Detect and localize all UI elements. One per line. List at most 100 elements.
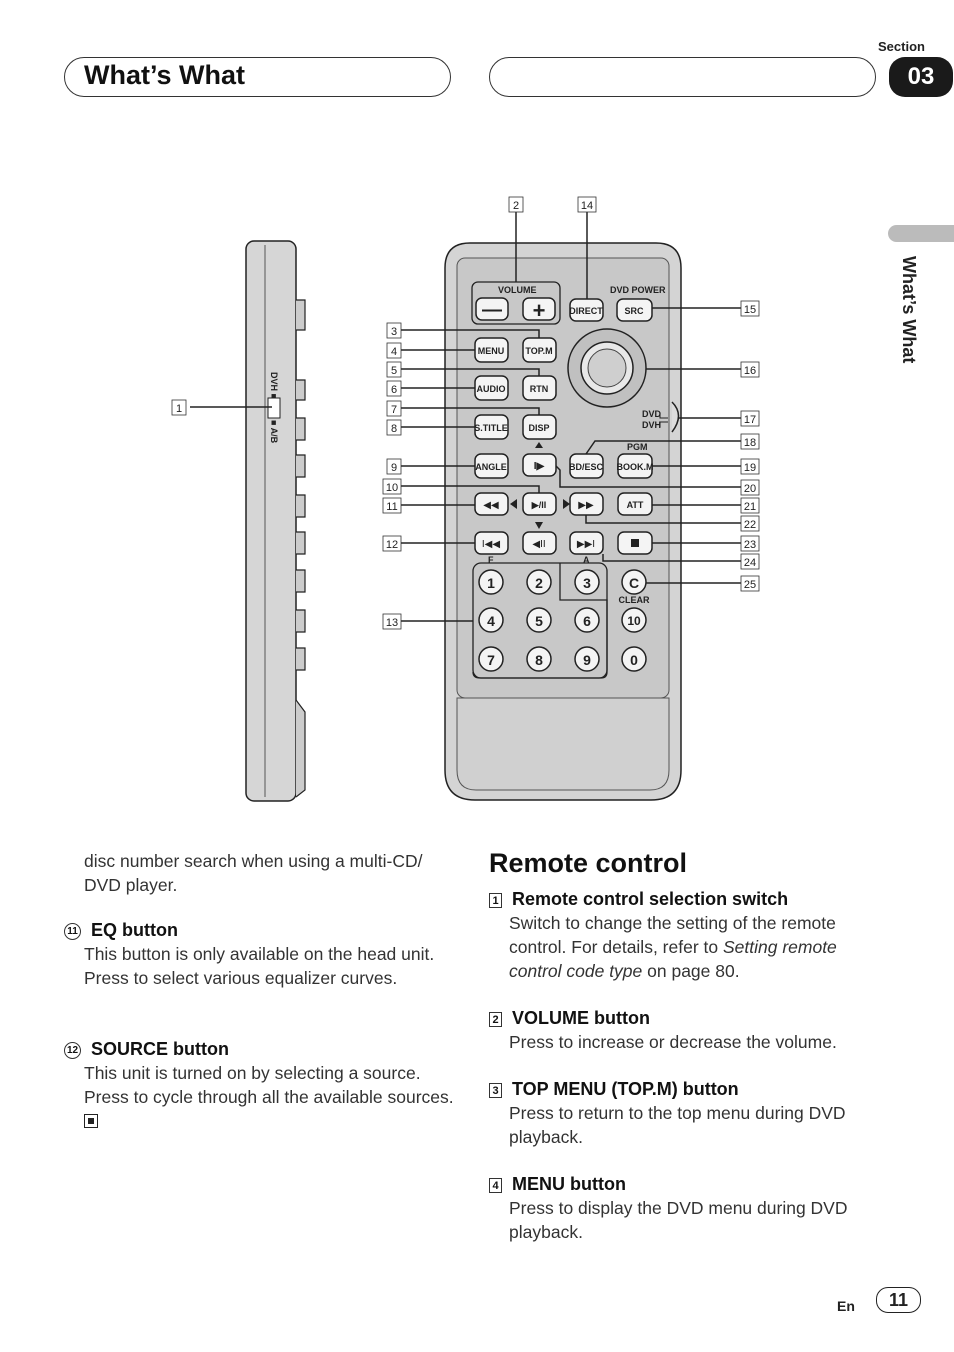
svg-text:24: 24 <box>744 557 756 569</box>
key-8[interactable] <box>526 646 552 672</box>
item-desc: Press to return to the top menu during D… <box>509 1103 846 1147</box>
svg-text:5: 5 <box>391 365 397 377</box>
svg-text:13: 13 <box>386 617 398 629</box>
clear-key[interactable] <box>621 569 647 595</box>
volume-plus-button[interactable] <box>522 297 556 321</box>
remote-front-view <box>444 242 682 801</box>
item-menu: 4 MENU button Press to display the DVD m… <box>489 1174 879 1244</box>
svg-text:2: 2 <box>535 575 543 591</box>
side-switch-left-label: DVH ■ <box>269 372 279 399</box>
page-title: What’s What <box>84 60 245 90</box>
svg-text:11: 11 <box>386 501 397 513</box>
svg-text:23: 23 <box>744 539 756 551</box>
header-blank-frame <box>489 57 876 97</box>
svg-text:ANGLE: ANGLE <box>475 462 507 472</box>
item-title: Remote control selection switch <box>512 889 789 909</box>
item-reference: Setting remote control code type <box>509 937 837 981</box>
svg-text:9: 9 <box>583 652 591 668</box>
dvd-power-label: DVD POWER <box>610 285 666 295</box>
side-tab <box>888 225 954 242</box>
svg-text:8: 8 <box>391 423 397 435</box>
item-title: TOP MENU (TOP.M) button <box>512 1079 739 1099</box>
item-eq: 11 EQ button This button is only availab… <box>64 920 456 990</box>
svg-text:RTN: RTN <box>530 384 549 394</box>
minus-icon: — <box>482 299 502 321</box>
volume-label: VOLUME <box>498 285 537 295</box>
item-title: VOLUME button <box>512 1008 650 1028</box>
svg-text:MENU: MENU <box>478 346 505 356</box>
key-3[interactable] <box>574 569 600 595</box>
svg-text:7: 7 <box>487 652 495 668</box>
continuation-text: disc number search when using a multi-CD… <box>84 851 423 895</box>
remote-side-view: DVH ■ ■ A/B <box>245 240 306 802</box>
plus-icon: + <box>533 298 546 323</box>
svg-text:S.TITLE: S.TITLE <box>474 423 508 433</box>
prev-icon: I◀◀ <box>482 539 500 550</box>
item-desc-1: This button is only available on the hea… <box>84 944 435 964</box>
pgm-label: PGM <box>627 442 648 452</box>
svg-text:7: 7 <box>391 404 397 416</box>
slow-button[interactable] <box>522 453 557 477</box>
item-volume: 2 VOLUME button Press to increase or dec… <box>489 1008 879 1054</box>
dvd-switch-label: DVD <box>642 409 662 419</box>
item-title: MENU button <box>512 1174 626 1194</box>
key-10[interactable] <box>621 607 647 633</box>
att-button[interactable] <box>617 492 653 516</box>
item-desc: Press to increase or decrease the volume… <box>509 1032 837 1052</box>
next-button[interactable] <box>569 531 604 555</box>
src-button[interactable] <box>616 298 653 322</box>
svg-text:12: 12 <box>386 539 398 551</box>
item-title: EQ button <box>91 920 178 940</box>
key-9[interactable] <box>574 646 600 672</box>
svg-text:8: 8 <box>535 652 543 668</box>
item-desc-2: Press to select various equalizer curves… <box>84 968 398 988</box>
item-desc: Switch to change the setting of the remo… <box>509 913 836 957</box>
rewind-button[interactable] <box>474 492 509 516</box>
item-number: 2 <box>489 1011 502 1027</box>
svg-text:17: 17 <box>744 414 756 426</box>
svg-text:16: 16 <box>744 365 756 377</box>
svg-text:10: 10 <box>627 614 641 628</box>
item-desc: This unit is turned on by selecting a so… <box>84 1063 454 1107</box>
svg-text:19: 19 <box>744 462 756 474</box>
svg-text:4: 4 <box>391 346 397 358</box>
svg-text:ATT: ATT <box>627 500 644 510</box>
fast-forward-icon: ▶▶ <box>578 500 594 511</box>
item-selection-switch: 1 Remote control selection switch Switch… <box>489 889 879 983</box>
section-label: Section <box>878 39 925 54</box>
key-2[interactable] <box>526 569 552 595</box>
key-4[interactable] <box>478 607 504 633</box>
item-desc: Press to display the DVD menu during DVD… <box>509 1198 848 1242</box>
key-6[interactable] <box>574 607 600 633</box>
slow-icon: I▶ <box>534 461 546 472</box>
item-source: 12 SOURCE button This unit is turned on … <box>64 1039 456 1133</box>
key-1[interactable] <box>478 569 504 595</box>
item-number: 1 <box>489 892 502 908</box>
svg-text:4: 4 <box>487 613 495 629</box>
svg-text:3: 3 <box>583 575 591 591</box>
item-number: 4 <box>489 1177 502 1193</box>
title-frame <box>64 57 451 97</box>
callout-numbers: 1 2 3 4 5 6 7 8 9 10 11 12 13 14 15 16 1… <box>171 196 760 630</box>
dvh-switch-label: DVH <box>642 420 661 430</box>
svg-text:DISP: DISP <box>528 423 549 433</box>
key-5[interactable] <box>526 607 552 633</box>
svg-text:25: 25 <box>744 579 756 591</box>
svg-text:9: 9 <box>391 462 397 474</box>
section-heading: Remote control <box>489 848 688 878</box>
rewind-icon: ◀◀ <box>483 500 499 511</box>
stop-icon <box>631 539 639 547</box>
volume-minus-button[interactable] <box>475 297 509 321</box>
step-button[interactable] <box>522 531 557 555</box>
item-number: 11 <box>64 922 81 940</box>
svg-text:C: C <box>629 575 639 591</box>
svg-text:1: 1 <box>176 403 182 415</box>
svg-text:SRC: SRC <box>624 306 644 316</box>
key-7[interactable] <box>478 646 504 672</box>
svg-text:BD/ESC: BD/ESC <box>569 462 604 472</box>
number-keys: 1 2 3 C CLEAR 4 5 6 10 7 8 9 0 <box>478 569 650 672</box>
svg-text:6: 6 <box>391 384 397 396</box>
svg-text:2: 2 <box>513 200 519 212</box>
key-0[interactable] <box>621 646 647 672</box>
svg-text:AUDIO: AUDIO <box>477 384 506 394</box>
